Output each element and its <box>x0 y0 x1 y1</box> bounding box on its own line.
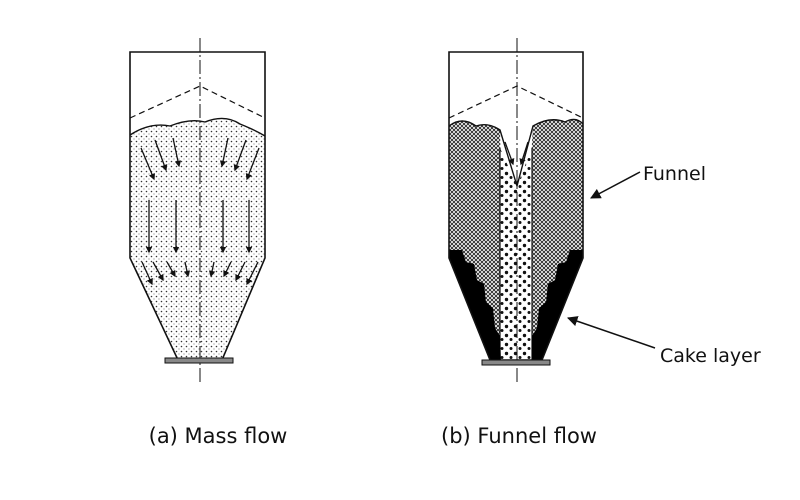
mass-flow-outlet-plate <box>164 357 234 364</box>
funnel-pointer-arrow <box>590 171 641 199</box>
cake-layer-label: Cake layer <box>660 345 761 367</box>
funnel-flow-outlet-plate <box>481 359 551 366</box>
cake-layer-right <box>532 250 583 362</box>
cake-layer-left <box>449 250 501 362</box>
funnel-flow-initial-fill-line <box>448 85 584 119</box>
mass-flow-material <box>130 118 265 360</box>
mass-flow-silo <box>129 38 266 385</box>
cake-layer-pointer-arrow <box>567 316 656 349</box>
mass-flow-initial-fill-line <box>129 85 266 119</box>
funnel-flow-caption: (b) Funnel flow <box>441 424 597 448</box>
funnel-flow-arrows <box>504 141 529 166</box>
funnel-flow-surface-line <box>448 118 584 189</box>
funnel-label: Funnel <box>643 163 706 185</box>
mass-flow-caption: (a) Mass flow <box>149 424 288 448</box>
mass-flow-surface-line <box>129 117 266 137</box>
funnel-flow-silo <box>448 38 584 385</box>
stagnant-material-left <box>449 121 501 362</box>
mass-flow-arrows <box>140 137 260 286</box>
stagnant-material-right <box>530 119 583 362</box>
flowing-channel-particles <box>500 148 532 362</box>
